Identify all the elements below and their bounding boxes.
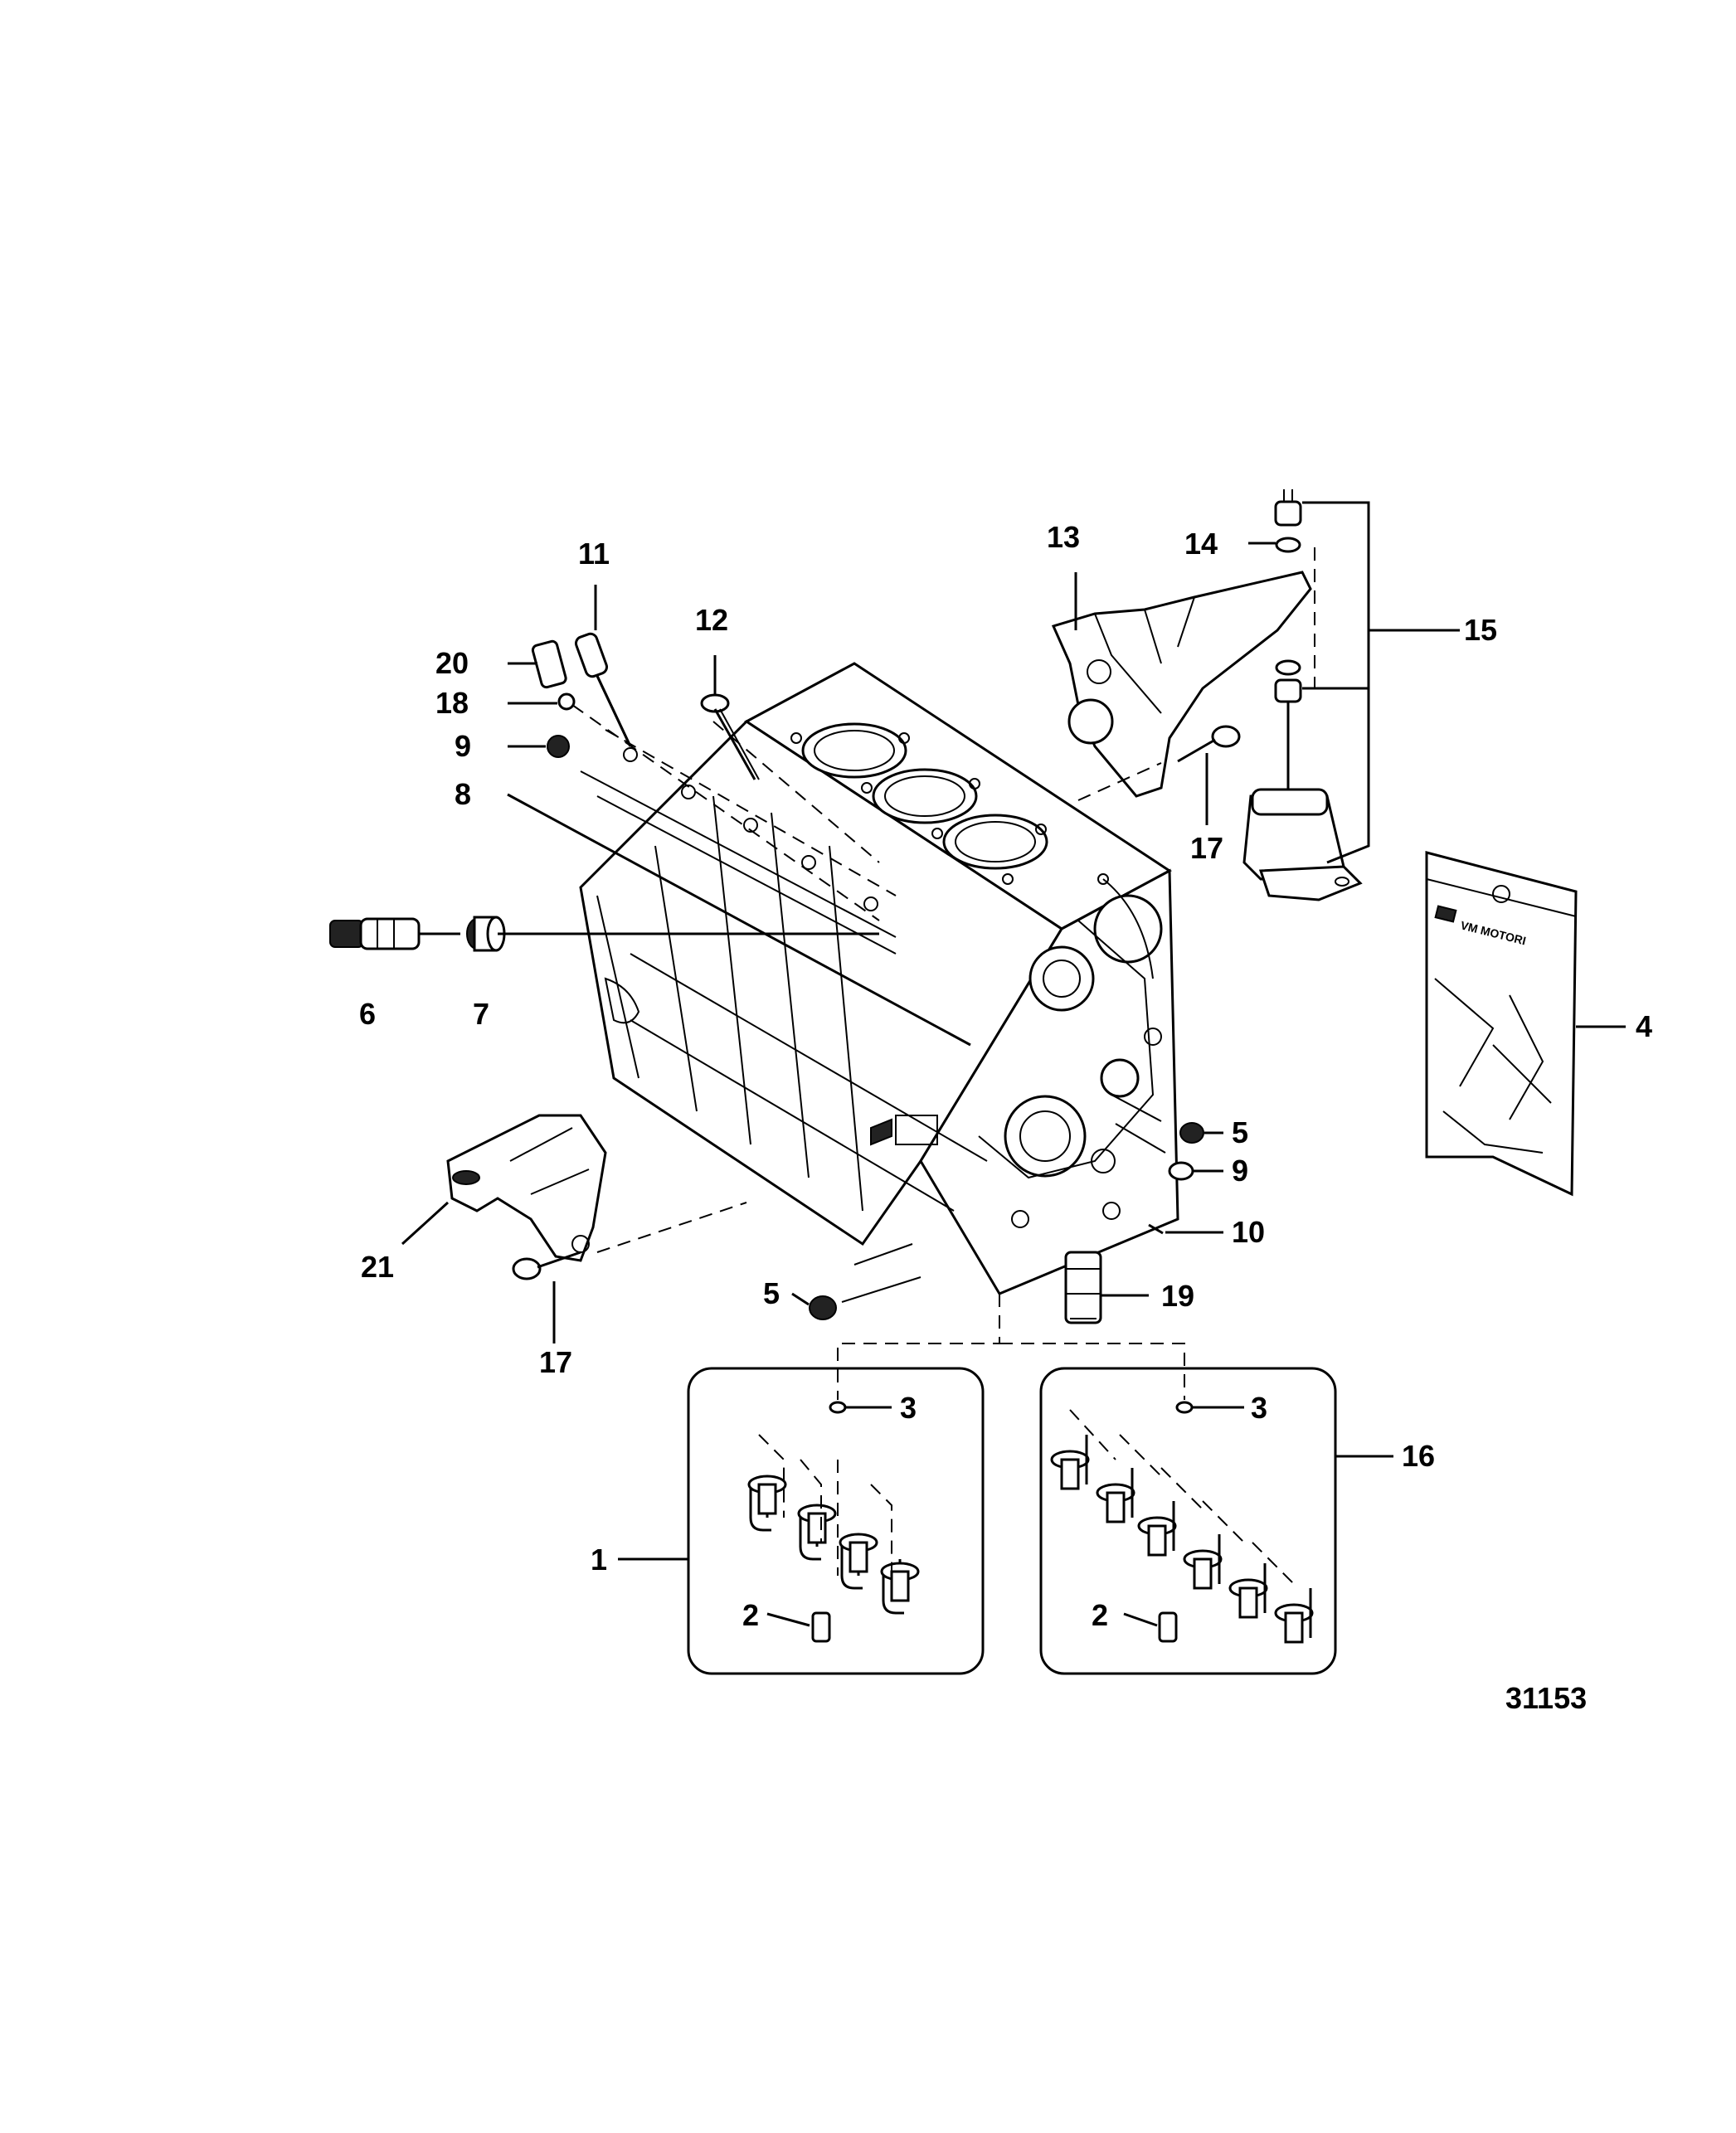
callout-12: 12: [695, 603, 728, 637]
callout-3-left: 3: [900, 1391, 917, 1425]
callout-4: 4: [1636, 1009, 1652, 1043]
kit-box-1: [687, 1367, 985, 1675]
callout-8: 8: [455, 777, 471, 811]
callout-17-upper: 17: [1190, 831, 1223, 865]
callout-20: 20: [435, 646, 469, 680]
part-15-mount: [1242, 489, 1363, 901]
callout-7: 7: [473, 997, 489, 1031]
callout-11: 11: [578, 537, 610, 571]
callout-15: 15: [1464, 613, 1497, 647]
part-5-plug-lower: [809, 1295, 837, 1320]
callout-13: 13: [1047, 520, 1080, 554]
part-10-dowel: [1148, 1223, 1164, 1235]
part-4-gasket-kit: VM MOTORI: [1425, 851, 1578, 1197]
part-11-injector: [574, 632, 632, 747]
callout-2-right: 2: [1092, 1598, 1108, 1632]
lower-bracket-guide: [596, 1202, 747, 1253]
guides-5-9: [1111, 1094, 1166, 1154]
callout-17-lower: 17: [539, 1345, 572, 1379]
callout-6: 6: [359, 997, 376, 1031]
rail-brackets: [580, 747, 897, 955]
part-21-bracket: [446, 1114, 607, 1262]
injector-guide-lines: [571, 704, 897, 921]
callout-2-left: 2: [742, 1598, 759, 1632]
callout-21: 21: [361, 1250, 394, 1284]
callout-labels: 11 12 20 18 9 8 6 7 13 14 15 17 4 5 9 10…: [359, 520, 1652, 1715]
part-20-sleeve: [531, 639, 567, 689]
part-18-washer: [557, 692, 576, 711]
callout-5-right: 5: [1232, 1115, 1248, 1149]
kit-guide-lines: [837, 1294, 1185, 1400]
kit-box-16: [1039, 1367, 1337, 1675]
part-6-fitting: [329, 917, 421, 950]
part-7-plug: [466, 916, 506, 952]
callout-16: 16: [1402, 1439, 1435, 1473]
leader-lines: [401, 501, 1626, 1627]
callout-14: 14: [1184, 527, 1218, 561]
figure-number: 31153: [1505, 1681, 1587, 1715]
bracket-guide: [1077, 762, 1162, 801]
guides-5-lower: [841, 1243, 921, 1303]
callout-5-lower: 5: [763, 1276, 780, 1310]
part-13-bracket: [1051, 571, 1312, 798]
callout-1: 1: [591, 1543, 607, 1577]
engine-block: [579, 662, 1179, 1295]
callout-18: 18: [435, 686, 469, 720]
callout-19: 19: [1161, 1279, 1194, 1313]
callout-9-right: 9: [1232, 1154, 1248, 1188]
callout-9-top: 9: [455, 729, 471, 763]
part-9-plug-top: [547, 735, 570, 758]
part-5-plug-right: [1179, 1122, 1204, 1144]
callout-10: 10: [1232, 1215, 1265, 1249]
part-9-plug-right: [1168, 1161, 1194, 1181]
part-19-sleeve: [1064, 1251, 1102, 1324]
part-17-bolt-lower: [512, 1251, 581, 1280]
part-17-bolt-upper: [1177, 725, 1241, 763]
callout-3-right: 3: [1251, 1391, 1267, 1425]
